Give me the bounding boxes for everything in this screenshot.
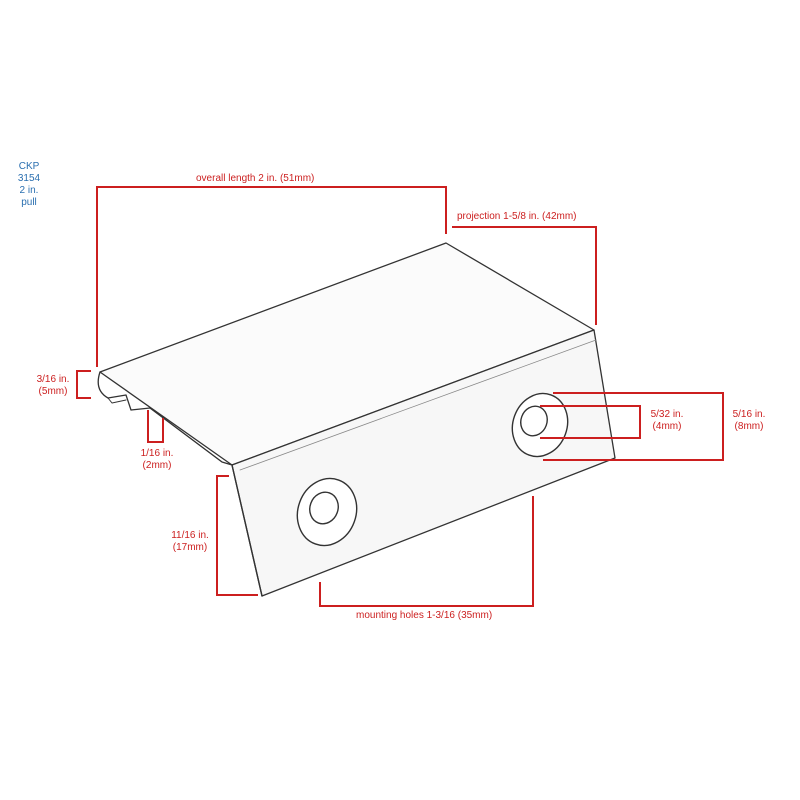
label-projection: projection 1-5/8 in. (42mm) [457,211,577,222]
label-height: 11/16 in. (17mm) [166,530,214,554]
label-hole-inner: 5/32 in. (4mm) [644,409,690,433]
product-id: CKP 3154 2 in. pull [12,161,46,209]
pull-front-edge [97,371,233,466]
label-hole-outer-imperial: 5/16 in. [732,409,766,420]
dim-mounting-holes [319,496,534,607]
label-height-imperial: 11/16 in. [171,530,209,541]
dim-overall-length [96,186,447,367]
label-height-metric: (17mm) [172,542,208,553]
dim-hole-outer [543,392,724,461]
label-hole-outer-metric: (8mm) [734,421,764,432]
product-number: 3154 [17,173,41,184]
product-type: pull [21,197,37,208]
label-hole-inner-imperial: 5/32 in. [650,409,684,420]
label-lip: 1/16 in. (2mm) [135,448,179,472]
label-mounting-holes: mounting holes 1-3/16 (35mm) [356,610,493,621]
dim-hole-inner [540,405,641,439]
product-code: CKP [18,161,40,172]
mounting-hole-left [296,477,358,547]
label-hole-outer: 5/16 in. (8mm) [726,409,772,433]
label-lip-imperial: 1/16 in. [140,448,174,459]
dim-thickness [76,370,91,399]
mounting-hole-right [511,392,569,458]
label-lip-metric: (2mm) [142,460,172,471]
dim-height [216,475,258,596]
product-size: 2 in. [19,185,39,196]
label-overall-length: overall length 2 in. (51mm) [196,173,315,184]
label-thickness: 3/16 in. (5mm) [32,374,74,398]
dim-projection [452,226,597,325]
dimension-lines [76,186,724,607]
label-hole-inner-metric: (4mm) [652,421,682,432]
label-thickness-imperial: 3/16 in. [36,374,70,385]
label-thickness-metric: (5mm) [38,386,68,397]
dim-lip [147,410,164,443]
